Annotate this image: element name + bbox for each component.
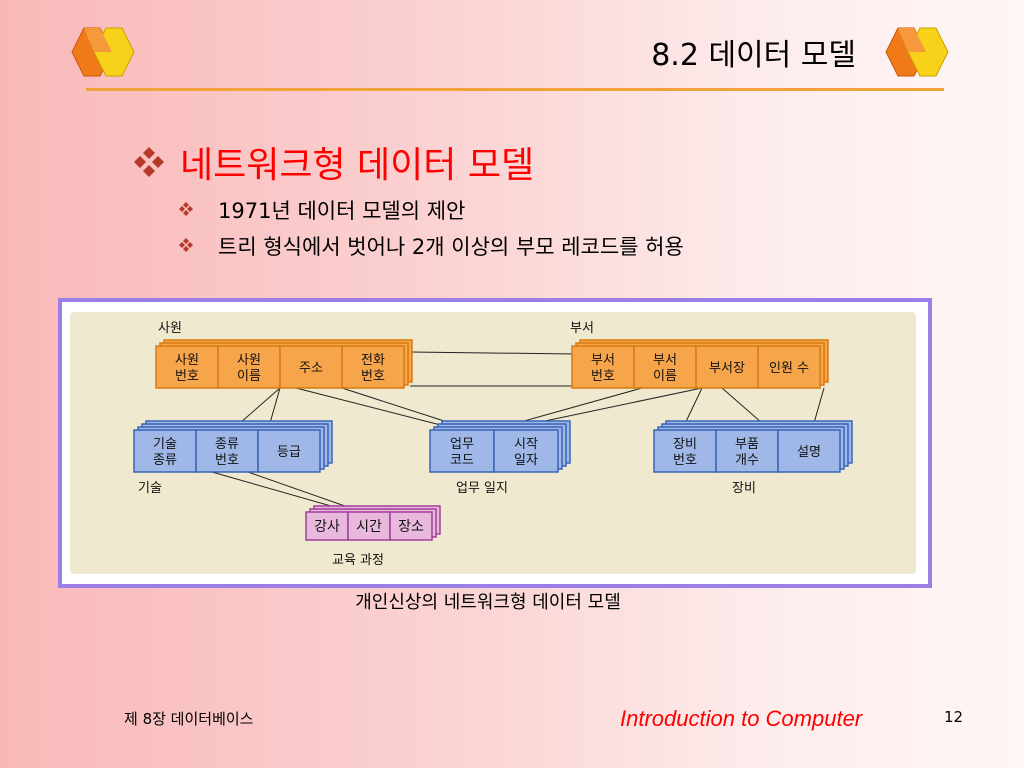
footer-chapter: 제 8장 데이터베이스	[124, 710, 254, 728]
field-label: 전화	[361, 353, 385, 368]
field-label: 번호	[673, 453, 697, 468]
relationship-line	[409, 351, 577, 355]
field-label: 주소	[299, 361, 323, 376]
field-label: 사원	[237, 353, 261, 368]
field-cell	[653, 429, 717, 473]
field-cell	[429, 429, 495, 473]
heading-text: 네트워크형 데이터 모델	[180, 145, 535, 186]
field-label: 번호	[175, 369, 199, 384]
relationship-line	[295, 387, 461, 431]
field-label: 업무	[450, 437, 474, 452]
field-cell	[777, 429, 841, 473]
figure-caption: 개인신상의 네트워크형 데이터 모델	[355, 592, 621, 613]
field-cell	[257, 429, 321, 473]
field-cell	[217, 345, 281, 389]
bullet-item: 트리 형식에서 벗어나 2개 이상의 부모 레코드를 허용	[178, 228, 684, 264]
field-cell	[493, 429, 559, 473]
page-number: 12	[944, 708, 964, 726]
slide-title: 8.2 데이터 모델	[651, 38, 856, 73]
field-cell	[571, 345, 635, 389]
record-label: 교육 과정	[332, 553, 384, 568]
diamond-bullet-icon	[134, 147, 164, 177]
field-label: 이름	[237, 369, 261, 384]
field-label: 부서장	[709, 361, 745, 376]
field-label: 강사	[314, 519, 340, 535]
diamond-bullet-icon	[179, 238, 193, 252]
title-divider	[86, 88, 944, 91]
field-label: 장비	[673, 437, 697, 452]
field-label: 부품	[735, 437, 759, 452]
field-label: 번호	[361, 369, 385, 384]
field-cell	[341, 345, 405, 389]
field-label: 인원 수	[769, 361, 809, 376]
field-label: 종류	[215, 437, 239, 452]
field-cell	[279, 345, 343, 389]
field-cell	[389, 511, 433, 541]
hexagon-logo-icon	[71, 27, 135, 77]
bullet-text: 트리 형식에서 벗어나 2개 이상의 부모 레코드를 허용	[218, 235, 684, 259]
field-label: 설명	[797, 445, 821, 460]
bullet-item: 1971년 데이터 모델의 제안	[178, 192, 684, 228]
field-label: 시간	[356, 519, 382, 535]
field-label: 번호	[591, 369, 615, 384]
record-label: 사원	[158, 321, 182, 336]
section-heading: 네트워크형 데이터 모델	[132, 136, 534, 188]
field-label: 장소	[398, 519, 424, 535]
field-label: 기술	[153, 437, 177, 452]
record-label: 부서	[570, 321, 594, 336]
field-cell	[757, 345, 821, 389]
field-label: 번호	[215, 453, 239, 468]
record-label: 기술	[138, 481, 162, 496]
field-label: 개수	[735, 453, 759, 468]
field-label: 일자	[514, 453, 538, 468]
field-label: 종류	[153, 453, 177, 468]
field-label: 부서	[591, 353, 615, 368]
field-label: 등급	[277, 445, 301, 460]
diamond-bullet-icon	[179, 202, 193, 216]
field-cell	[155, 345, 219, 389]
field-label: 시작	[514, 437, 538, 452]
footer-brand: Introduction to Computer	[620, 706, 863, 731]
record-label: 업무 일지	[456, 481, 508, 496]
hexagon-logo-icon	[885, 27, 949, 77]
bullet-text: 1971년 데이터 모델의 제안	[218, 199, 466, 223]
field-label: 부서	[653, 353, 677, 368]
field-label: 사원	[175, 353, 199, 368]
field-label: 이름	[653, 369, 677, 384]
field-cell	[715, 429, 779, 473]
field-cell	[347, 511, 391, 541]
record-label: 장비	[732, 481, 756, 496]
bullet-list: 1971년 데이터 모델의 제안 트리 형식에서 벗어나 2개 이상의 부모 레…	[178, 192, 684, 264]
field-label: 코드	[450, 453, 474, 468]
